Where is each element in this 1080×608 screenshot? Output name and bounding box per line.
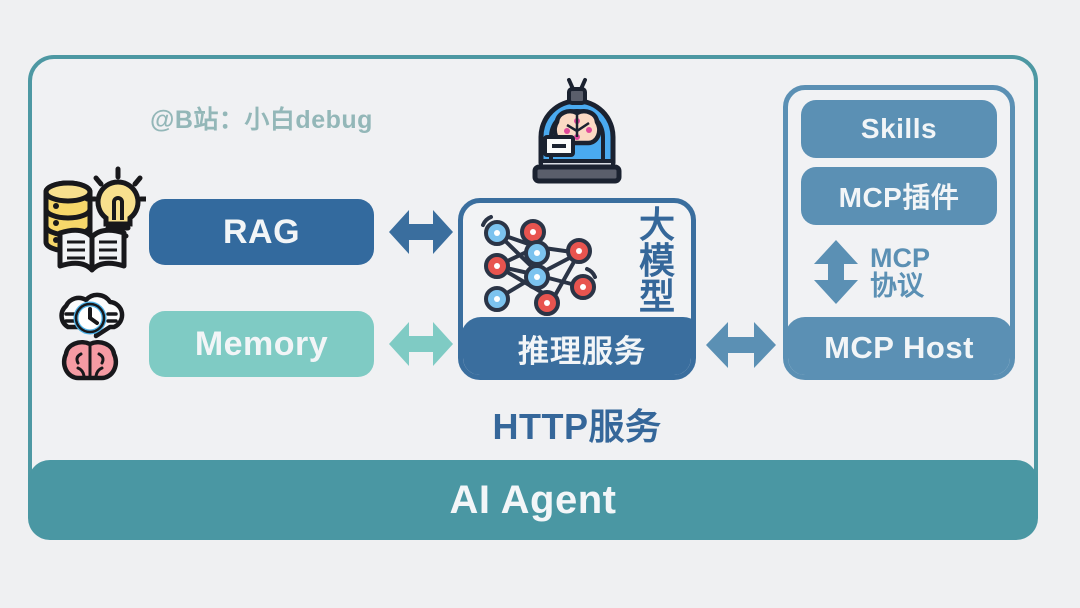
mcp-protocol-line1: MCP	[870, 242, 930, 273]
vertical-double-arrow-icon	[814, 240, 858, 304]
memory-box[interactable]: Memory	[149, 311, 374, 377]
watermark-text: @B站：小白debug	[150, 106, 373, 134]
ai-agent-label: AI Agent	[449, 477, 617, 522]
model-char-2: 模	[638, 240, 675, 281]
mcp-host-footer[interactable]: MCP Host	[788, 317, 1010, 375]
http-service-label: HTTP服务	[492, 406, 662, 447]
mcp-panel: Skills MCP插件 MCP 协议 MCP Host	[783, 85, 1015, 380]
inference-service-footer[interactable]: 推理服务	[463, 317, 691, 375]
model-to-mcp-arrow-icon	[706, 322, 776, 368]
database-lightbulb-book-icon	[43, 166, 146, 273]
neural-network-icon	[481, 215, 597, 316]
rag-label: RAG	[222, 212, 301, 251]
ai-agent-footer[interactable]: AI Agent	[28, 460, 1038, 540]
mcp-plugin-label: MCP插件	[838, 182, 960, 213]
mcp-protocol-line2: 协议	[870, 271, 924, 301]
memory-label: Memory	[194, 324, 329, 363]
large-model-vertical-label: 大 模 型	[635, 207, 679, 315]
model-char-1: 大	[638, 204, 675, 245]
brain-clock-cloud-icon	[59, 292, 125, 381]
memory-to-model-arrow-icon	[389, 322, 453, 366]
rag-to-model-arrow-icon	[389, 210, 453, 254]
inference-service-label: 推理服务	[518, 333, 646, 369]
brain-in-glass-dome-icon	[532, 78, 622, 184]
mcp-host-label: MCP Host	[824, 330, 974, 365]
rag-box[interactable]: RAG	[149, 199, 374, 265]
large-model-box[interactable]: 大 模 型 推理服务	[458, 198, 696, 380]
mcp-protocol-row: MCP 协议	[810, 236, 1000, 308]
skills-chip[interactable]: Skills	[801, 100, 997, 158]
model-char-3: 型	[638, 276, 675, 317]
mcp-protocol-label: MCP 协议	[870, 242, 930, 301]
mcp-plugin-chip[interactable]: MCP插件	[801, 167, 997, 225]
skills-label: Skills	[860, 113, 938, 144]
